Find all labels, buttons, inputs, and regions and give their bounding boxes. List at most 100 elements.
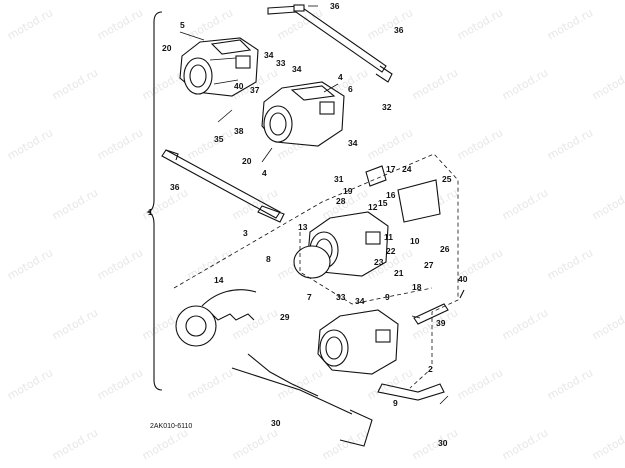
spring-and-diaphragm [175, 245, 331, 347]
watermark-text: motod.ru [185, 6, 235, 42]
callout-23: 23 [374, 257, 384, 267]
assembly-boundary [173, 153, 459, 389]
watermark-text: motod.ru [590, 306, 625, 342]
callout-9: 9 [385, 292, 390, 302]
callout-25: 25 [442, 174, 452, 184]
callout-35: 35 [214, 134, 224, 144]
watermark-text: motod.ru [50, 426, 100, 462]
watermark-text: motod.ru [95, 246, 145, 282]
callout-4: 4 [338, 72, 343, 82]
watermark-text: motod.ru [410, 66, 460, 102]
watermark-text: motod.ru [500, 186, 550, 222]
callout-37: 37 [250, 85, 260, 95]
watermark-text: motod.ru [500, 66, 550, 102]
callout-34: 34 [292, 64, 302, 74]
callout-1: 1 [148, 207, 153, 217]
callout-3: 3 [243, 228, 248, 238]
callout-33: 33 [336, 292, 346, 302]
callout-12: 12 [368, 202, 378, 212]
watermark-text: motod.ru [365, 126, 415, 162]
callout-10: 10 [410, 236, 420, 246]
callout-32: 32 [382, 102, 392, 112]
watermark-text: motod.ru [230, 306, 280, 342]
watermark-text: motod.ru [50, 306, 100, 342]
callout-38: 38 [234, 126, 244, 136]
watermark-text: motod.ru [50, 66, 100, 102]
callout-20: 20 [162, 43, 172, 53]
callout-15: 15 [378, 198, 388, 208]
callout-34: 34 [348, 138, 358, 148]
carburetor-lower [317, 309, 399, 375]
callout-36: 36 [394, 25, 404, 35]
callout-18: 18 [412, 282, 422, 292]
callout-7: 7 [307, 292, 312, 302]
callout-26: 26 [440, 244, 450, 254]
watermark-text: motod.ru [455, 126, 505, 162]
watermark-text: motod.ru [5, 366, 55, 402]
callout-17: 17 [386, 164, 396, 174]
watermark-text: motod.ru [95, 6, 145, 42]
callout-29: 29 [280, 312, 290, 322]
callout-11: 11 [384, 232, 393, 242]
callout-22: 22 [386, 246, 396, 256]
bracket-right-parts [365, 165, 445, 401]
watermark-text: motod.ru [95, 366, 145, 402]
callout-4: 4 [262, 168, 267, 178]
watermark-text: motod.ru [410, 426, 460, 462]
callout-27: 27 [424, 260, 434, 270]
callout-36: 36 [330, 1, 340, 11]
watermark-text: motod.ru [185, 366, 235, 402]
watermark-text: motod.ru [275, 6, 325, 42]
assembly-bracket [146, 11, 163, 391]
watermark-text: motod.ru [95, 126, 145, 162]
callout-13: 13 [298, 222, 308, 232]
right-small-links [413, 289, 465, 325]
watermark-text: motod.ru [320, 426, 370, 462]
callout-5: 5 [180, 20, 185, 30]
callout-28: 28 [336, 196, 346, 206]
carburetor-upper-left [179, 37, 259, 97]
watermark-text: motod.ru [5, 246, 55, 282]
callout-19: 19 [343, 186, 353, 196]
callout-40: 40 [458, 274, 468, 284]
watermark-text: motod.ru [455, 366, 505, 402]
assembly-boundary-inner [299, 232, 433, 305]
callout-6: 6 [348, 84, 353, 94]
watermark-text: motod.ru [500, 426, 550, 462]
watermark-text: motod.ru [590, 426, 625, 462]
watermark-text: motod.ru [5, 126, 55, 162]
watermark-text: motod.ru [545, 6, 595, 42]
watermark-text: motod.ru [230, 186, 280, 222]
callout-31: 31 [334, 174, 344, 184]
callout-leaders [179, 5, 449, 405]
watermark-text: motod.ru [590, 66, 625, 102]
watermark-text: motod.ru [590, 186, 625, 222]
callout-2: 2 [428, 364, 433, 374]
callout-33: 33 [276, 58, 286, 68]
watermark-text: motod.ru [230, 426, 280, 462]
callout-16: 16 [386, 190, 396, 200]
bottom-linkage [231, 353, 373, 447]
watermark-text: motod.ru [545, 246, 595, 282]
drawing-code: 2AK010-6110 [150, 423, 192, 430]
callout-39: 39 [436, 318, 446, 328]
callout-30: 30 [438, 438, 448, 448]
callout-21: 21 [394, 268, 404, 278]
top-rod [267, 4, 393, 83]
callout-24: 24 [402, 164, 412, 174]
callout-9: 9 [393, 398, 398, 408]
watermark-text: motod.ru [500, 306, 550, 342]
callout-14: 14 [214, 275, 224, 285]
watermark-text: motod.ru [5, 6, 55, 42]
watermark-text: motod.ru [545, 366, 595, 402]
watermark-text: motod.ru [140, 186, 190, 222]
callout-40: 40 [234, 81, 244, 91]
callout-36: 36 [170, 182, 180, 192]
watermark-text: motod.ru [455, 6, 505, 42]
watermark-text: motod.ru [365, 6, 415, 42]
carburetor-upper-right [261, 81, 345, 147]
callout-34: 34 [264, 50, 274, 60]
callout-30: 30 [271, 418, 281, 428]
callout-20: 20 [242, 156, 252, 166]
